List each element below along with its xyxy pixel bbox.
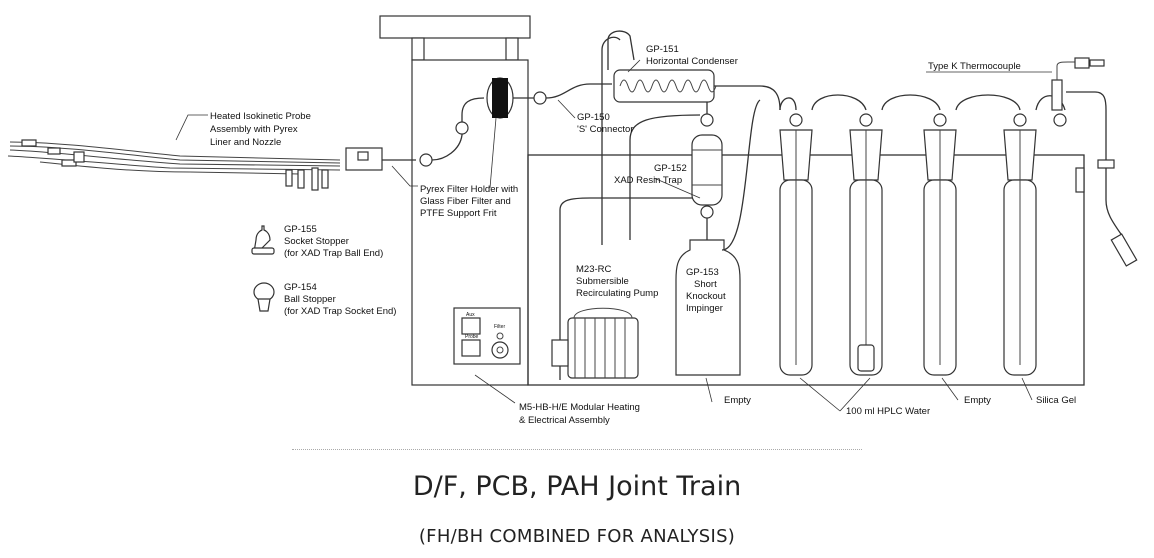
control-panel [453, 307, 521, 365]
pump-line1: M23-RC [576, 264, 612, 275]
xad-resin-trap [559, 102, 723, 380]
gp154-line3: (for XAD Trap Socket End) [284, 306, 396, 317]
horizontal-condenser [601, 30, 781, 245]
heating-line1: M5-HB-H/E Modular Heating [519, 402, 640, 413]
gp155-line3: (for XAD Trap Ball End) [284, 248, 383, 259]
gp153-line1: GP-153 [686, 267, 719, 278]
filter-label-line2: Glass Fiber Filter and [420, 196, 511, 207]
gp153-line2: Short [694, 279, 717, 290]
label-gp150: GP-150 'S' Connector [577, 112, 633, 135]
gp150-line1: GP-150 [577, 112, 610, 123]
label-gp151: GP-151 Horizontal Condenser [646, 44, 738, 67]
page-subtitle: (FH/BH COMBINED FOR ANALYSIS) [418, 526, 736, 547]
impinger-2 [811, 94, 883, 376]
probe-label-line2: Assembly with Pyrex [210, 124, 298, 135]
gp154-line1: GP-154 [284, 282, 317, 293]
knockout-impinger [675, 99, 761, 376]
gp155-line1: GP-155 [284, 224, 317, 235]
filter-label-line1: Pyrex Filter Holder with [420, 184, 518, 195]
label-heating: M5-HB-H/E Modular Heating & Electrical A… [519, 402, 640, 426]
label-empty-2: Empty [964, 395, 991, 406]
gp155-line2: Socket Stopper [284, 236, 349, 247]
probe-label-line3: Liner and Nozzle [210, 137, 281, 148]
filter-holder [431, 77, 547, 161]
thermocouple [1051, 57, 1138, 267]
divider [292, 449, 862, 450]
heating-line2: & Electrical Assembly [519, 415, 610, 426]
gp154-line2: Ball Stopper [284, 294, 336, 305]
gp153-line4: Impinger [686, 303, 723, 314]
sampling-train-diagram: Heated Isokinetic Probe Assembly with Py… [7, 15, 1138, 426]
gp152-line1: GP-152 [654, 163, 687, 174]
panel-aux-label: Aux [466, 312, 475, 318]
label-gp153: GP-153 Short Knockout Impinger [686, 267, 726, 314]
gp151-line1: GP-151 [646, 44, 679, 55]
s-connector [545, 83, 612, 99]
gp152-line2: XAD Resin Trap [614, 175, 682, 186]
label-pump: M23-RC Submersible Recirculating Pump [576, 264, 658, 299]
page-title: D/F, PCB, PAH Joint Train [412, 471, 742, 502]
ball-stopper-icon [253, 282, 275, 312]
pump-line2: Submersible [576, 276, 629, 287]
impinger-1 [779, 97, 813, 376]
filter-label-line3: PTFE Support Frit [420, 208, 497, 219]
socket-stopper-icon [251, 225, 275, 255]
label-hplc-water: 100 ml HPLC Water [846, 406, 930, 417]
probe-label-line1: Heated Isokinetic Probe [210, 111, 311, 122]
heated-probe [7, 139, 433, 191]
recirculating-pump [551, 307, 639, 379]
impinger-3 [881, 94, 957, 376]
label-gp152: GP-152 XAD Resin Trap [614, 163, 687, 186]
gp150-line2: 'S' Connector [577, 124, 633, 135]
pump-line3: Recirculating Pump [576, 288, 658, 299]
label-gp154: GP-154 Ball Stopper (for XAD Trap Socket… [284, 282, 396, 317]
label-silica-gel: Silica Gel [1036, 395, 1076, 406]
label-probe: Heated Isokinetic Probe Assembly with Py… [210, 111, 311, 148]
label-gp155: GP-155 Socket Stopper (for XAD Trap Ball… [284, 224, 383, 259]
gp153-line3: Knockout [686, 291, 726, 302]
gp151-line2: Horizontal Condenser [646, 56, 738, 67]
impinger-4 [955, 94, 1067, 376]
leader-lines [175, 59, 1052, 412]
panel-probe-label: Probe [465, 334, 479, 340]
label-filter-holder: Pyrex Filter Holder with Glass Fiber Fil… [420, 184, 518, 219]
label-thermocouple: Type K Thermocouple [928, 61, 1021, 72]
panel-filter-label: Filter [494, 324, 505, 330]
label-empty-1: Empty [724, 395, 751, 406]
